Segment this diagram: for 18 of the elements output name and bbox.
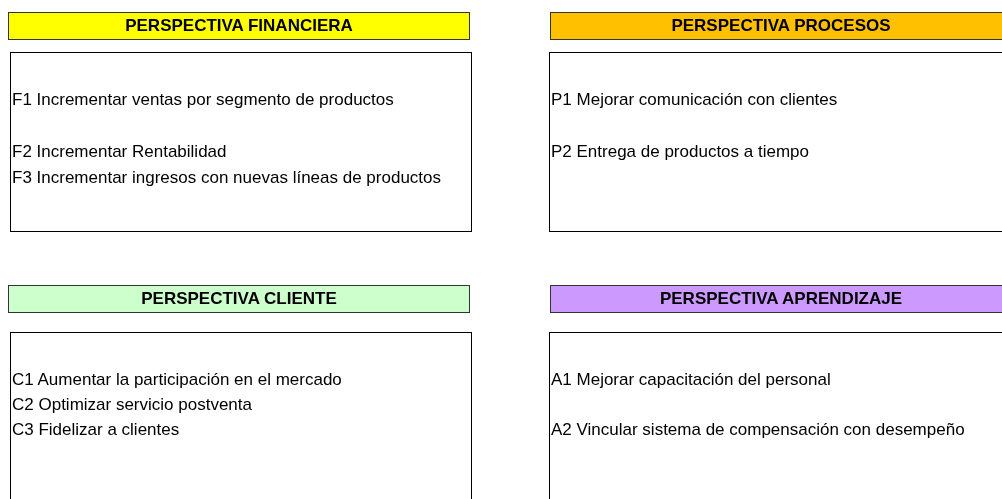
objective-text: C2 Optimizar servicio postventa (12, 394, 253, 416)
section-header: PERSPECTIVA PROCESOS (550, 12, 1002, 40)
objectives-panel (549, 332, 1002, 499)
objective-text: A2 Vincular sistema de compensación con desempeño (551, 419, 966, 441)
objective-text: C1 Aumentar la participación en el mercado (12, 369, 343, 391)
objective-text: P2 Entrega de productos a tiempo (551, 141, 810, 163)
objectives-panel (549, 52, 1002, 232)
objective-text: F2 Incrementar Rentabilidad (12, 141, 228, 163)
objectives-panel (10, 52, 472, 232)
objective-text: P1 Mejorar comunicación con clientes (551, 89, 839, 111)
section-header: PERSPECTIVA CLIENTE (8, 285, 470, 313)
objective-text: A1 Mejorar capacitación del personal (551, 369, 832, 391)
objective-text: F3 Incrementar ingresos con nuevas líneas de productos (12, 167, 443, 189)
section-header: PERSPECTIVA FINANCIERA (8, 12, 470, 40)
objectives-panel (10, 332, 472, 499)
objective-text: C3 Fidelizar a clientes (12, 419, 181, 441)
section-header: PERSPECTIVA APRENDIZAJE (550, 285, 1002, 313)
objective-text: F1 Incrementar ventas por segmento de productos (12, 89, 395, 111)
